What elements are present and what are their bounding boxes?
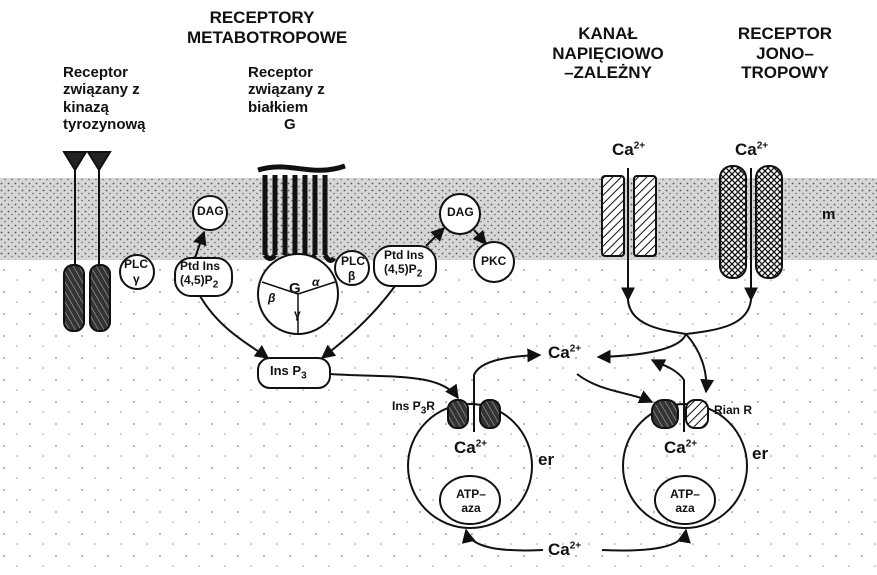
heading-line: NAPIĘCIOWO bbox=[548, 44, 668, 64]
atpase-right-label: ATP– aza bbox=[669, 488, 701, 516]
label-line: ATP– bbox=[669, 488, 701, 502]
heading-line: METABOTROPOWE bbox=[187, 28, 337, 48]
heading-line: KANAŁ bbox=[548, 24, 668, 44]
insp3r-suffix: R bbox=[426, 399, 435, 413]
ca-voltage: Ca2+ bbox=[612, 140, 645, 160]
ca-charge: 2+ bbox=[686, 438, 697, 449]
ionotropic-heading: RECEPTOR JONO– TROPOWY bbox=[720, 24, 850, 83]
g-gamma-label: γ bbox=[294, 308, 301, 322]
ca-text: Ca bbox=[454, 438, 476, 457]
ptdins-left-label: Ptd Ins (4,5)P2 bbox=[180, 260, 220, 291]
label-subscript: 2 bbox=[417, 268, 423, 279]
label-line: związany z bbox=[63, 81, 146, 98]
g-protein-label: G bbox=[289, 280, 301, 297]
ca-ionotropic: Ca2+ bbox=[735, 140, 768, 160]
label-line: kinazą bbox=[63, 99, 146, 116]
ca-text: Ca bbox=[664, 438, 686, 457]
heading-line: TROPOWY bbox=[720, 63, 850, 83]
metabotropic-heading: RECEPTORY METABOTROPOWE bbox=[187, 8, 337, 47]
ca-charge: 2+ bbox=[570, 540, 581, 551]
label-line: Receptor bbox=[248, 64, 325, 81]
er-left-label: er bbox=[538, 450, 554, 470]
ptdins-right-label: Ptd Ins (4,5)P2 bbox=[384, 249, 424, 280]
label-line: ATP– bbox=[455, 488, 487, 502]
ca-bottom: Ca2+ bbox=[548, 540, 581, 560]
g-beta-label: β bbox=[268, 292, 275, 306]
heading-line: RECEPTOR bbox=[720, 24, 850, 44]
label-line: (4,5)P bbox=[180, 273, 213, 287]
label-line: białkiem bbox=[248, 99, 325, 116]
label-subscript: 2 bbox=[213, 279, 219, 290]
ca-charge: 2+ bbox=[757, 140, 768, 151]
label-line: (4,5)P bbox=[384, 262, 417, 276]
ca-text: Ca bbox=[548, 343, 570, 362]
label-line: tyrozynową bbox=[63, 116, 146, 133]
insp3-text: Ins P bbox=[270, 363, 301, 378]
plc-left-label: PLC bbox=[124, 258, 148, 272]
heading-line: –ZALEŻNY bbox=[548, 63, 668, 83]
label-line: Ptd Ins bbox=[384, 249, 424, 263]
ca-cytosol: Ca2+ bbox=[548, 343, 581, 363]
ca-er-right: Ca2+ bbox=[664, 438, 697, 458]
pkc-label: PKC bbox=[481, 255, 506, 269]
g-alpha-label: α bbox=[312, 276, 319, 290]
heading-line: JONO– bbox=[720, 44, 850, 64]
ca-charge: 2+ bbox=[570, 343, 581, 354]
g-receptor-label: Receptor związany z białkiem G bbox=[248, 64, 325, 133]
dag-left-label: DAG bbox=[197, 205, 224, 219]
ca-text: Ca bbox=[548, 540, 570, 559]
label-line: związany z bbox=[248, 81, 325, 98]
rianr-label: Rian R bbox=[714, 404, 752, 418]
voltage-channel-heading: KANAŁ NAPIĘCIOWO –ZALEŻNY bbox=[548, 24, 668, 83]
ca-er-left: Ca2+ bbox=[454, 438, 487, 458]
heading-line: RECEPTORY bbox=[187, 8, 337, 28]
label-line: Receptor bbox=[63, 64, 146, 81]
ca-text: Ca bbox=[612, 140, 634, 159]
plc-right-label: PLC bbox=[341, 255, 365, 269]
label-line: G bbox=[248, 116, 325, 133]
insp3-subscript: 3 bbox=[301, 371, 307, 382]
dag-right-label: DAG bbox=[447, 206, 474, 220]
plc-right-beta: β bbox=[348, 270, 355, 284]
ca-charge: 2+ bbox=[476, 438, 487, 449]
insp3r-text: Ins P bbox=[392, 399, 421, 413]
ca-charge: 2+ bbox=[634, 140, 645, 151]
insp3r-label: Ins P3R bbox=[392, 400, 435, 417]
tk-receptor-label: Receptor związany z kinazą tyrozynową bbox=[63, 64, 146, 133]
label-line: aza bbox=[455, 502, 487, 516]
label-line: Ptd Ins bbox=[180, 260, 220, 274]
membrane-label: m bbox=[822, 206, 835, 223]
er-right-label: er bbox=[752, 444, 768, 464]
atpase-left-label: ATP– aza bbox=[455, 488, 487, 516]
ca-text: Ca bbox=[735, 140, 757, 159]
insp3-label: Ins P3 bbox=[270, 364, 307, 382]
plc-left-gamma: γ bbox=[133, 273, 140, 287]
label-line: aza bbox=[669, 502, 701, 516]
